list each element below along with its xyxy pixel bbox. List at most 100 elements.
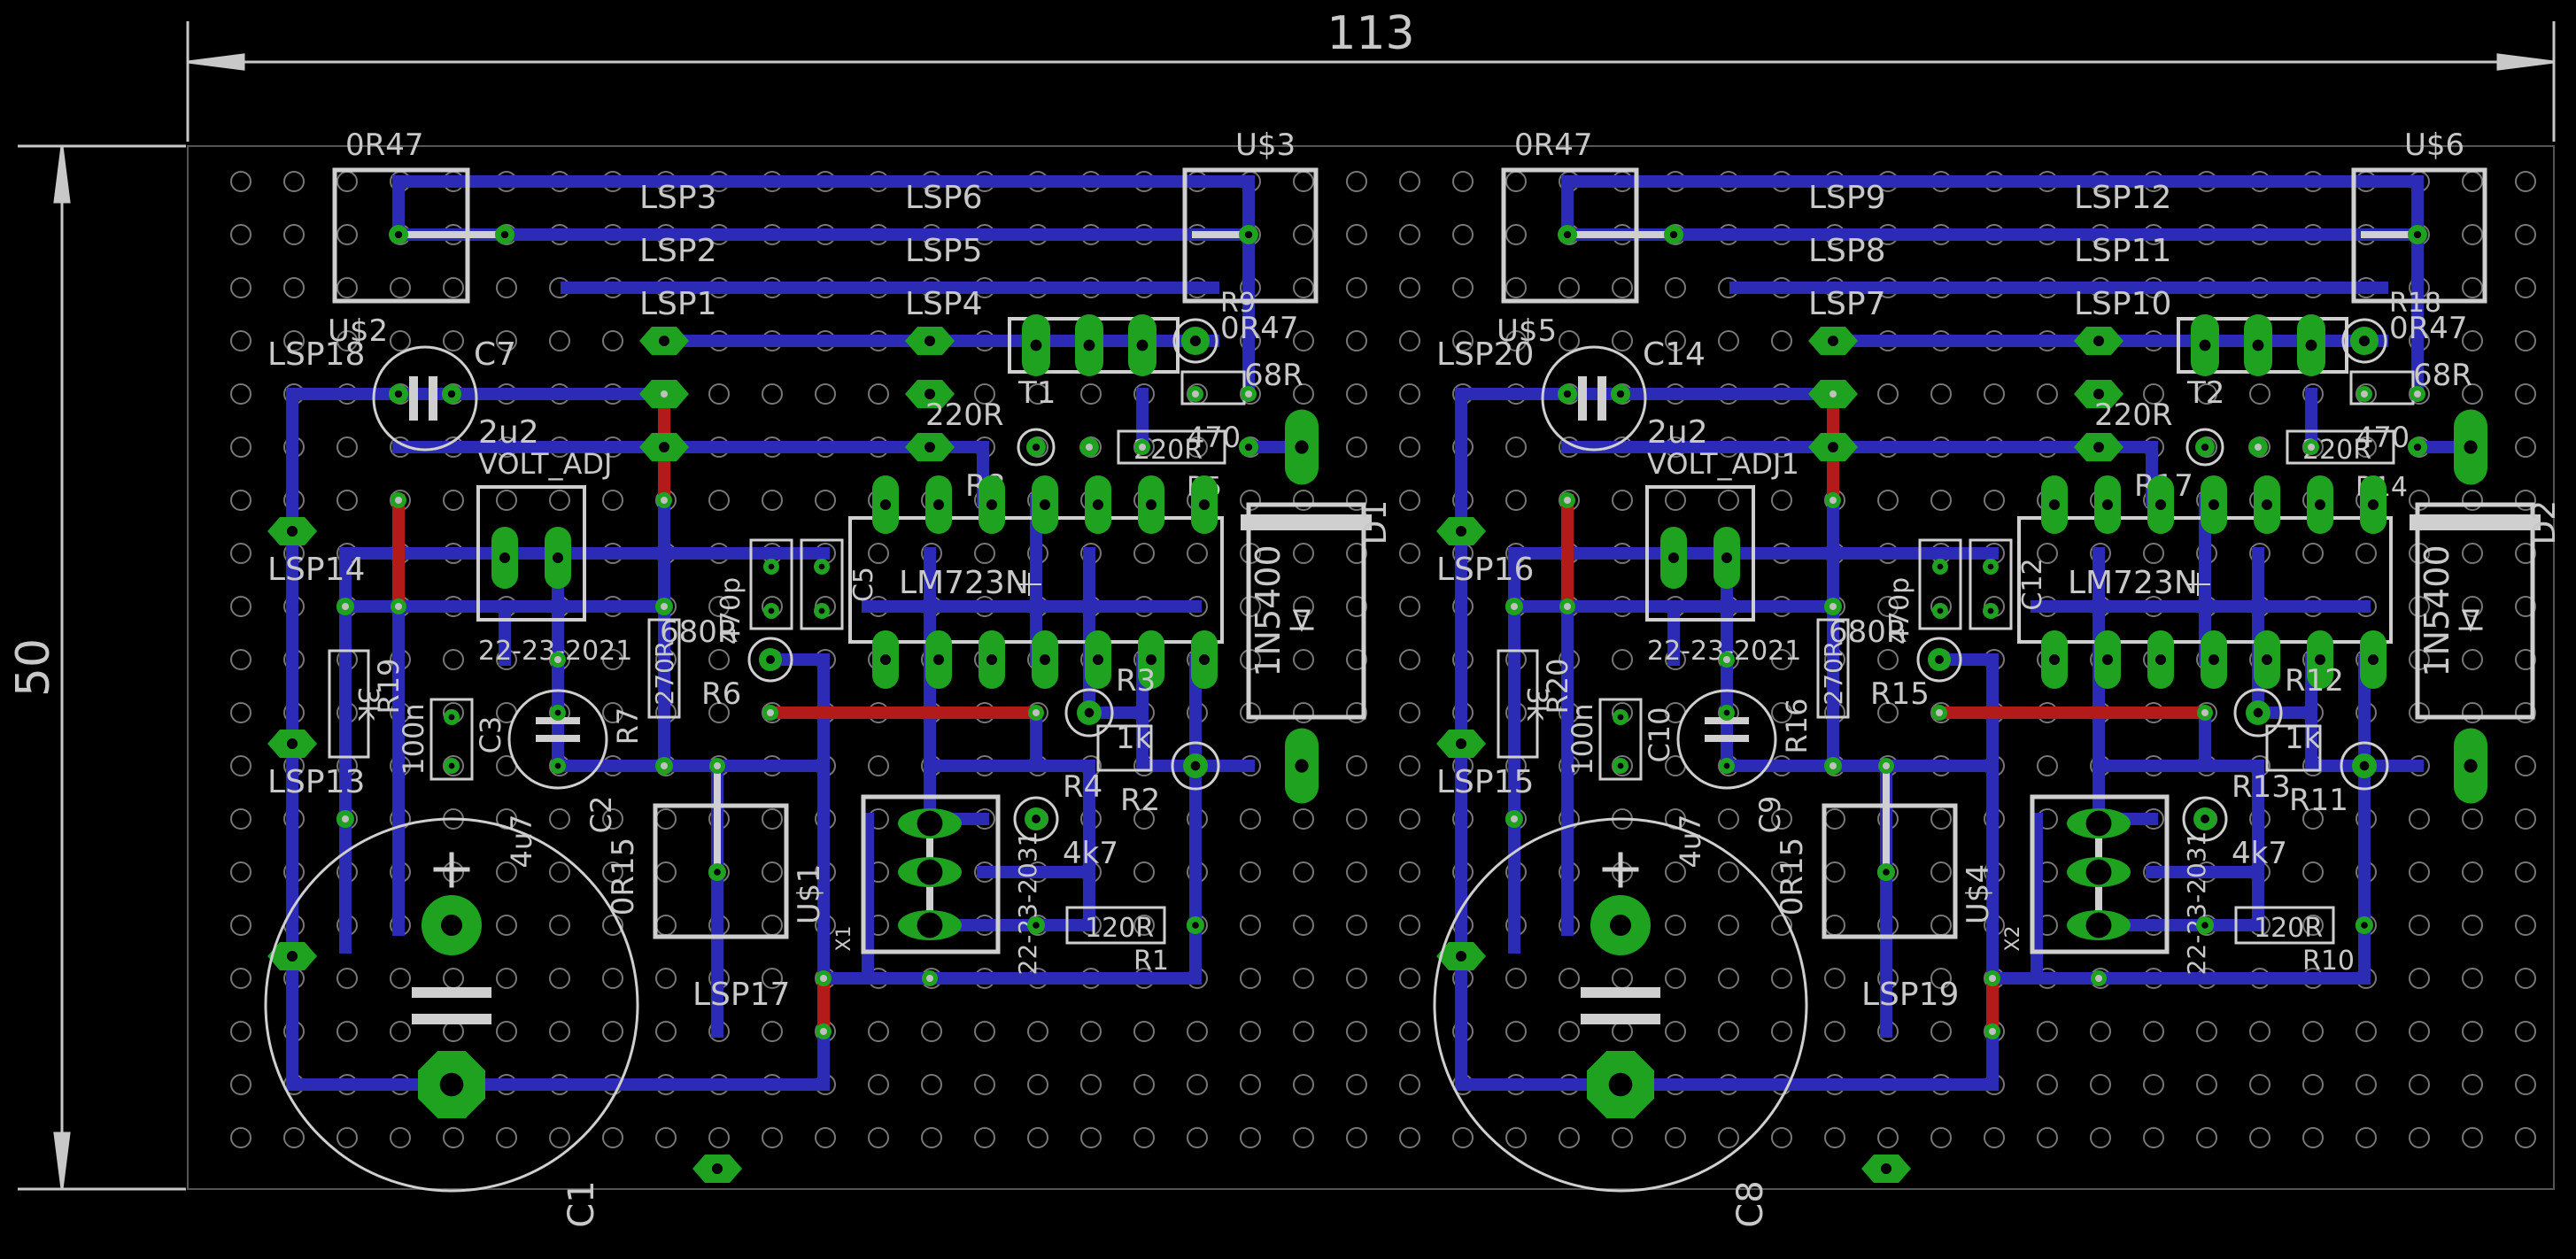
pad-hole (1617, 714, 1624, 721)
diode-symbol (2461, 609, 2480, 633)
via-hole (1723, 656, 1730, 663)
component-label: 220R (925, 398, 1004, 433)
pad-hole (1084, 707, 1095, 718)
via-hole (1511, 603, 1518, 610)
speaker-pad-label: LSP4 (905, 286, 983, 322)
pad-hole (2102, 654, 2113, 665)
via-hole (2414, 390, 2421, 398)
via-hole (1245, 390, 1252, 398)
pad-hole (553, 552, 563, 563)
test-point (2340, 741, 2389, 791)
pad-hole (1244, 443, 1253, 452)
test-point (1171, 741, 1220, 791)
pad-hole (2085, 810, 2112, 837)
pad-hole (1610, 915, 1631, 936)
pad-hole (2201, 443, 2209, 452)
pad-hole (2049, 499, 2060, 510)
electrolytic-cap-outline (1433, 817, 1808, 1193)
via-hole (820, 1028, 827, 1035)
pad-hole (2201, 922, 2209, 929)
component-label: 68R (1244, 358, 1303, 393)
pad-hole (1295, 440, 1309, 454)
pad-hole (1032, 815, 1040, 823)
component-label: R16 (1780, 699, 1814, 754)
component-label: D2 (2526, 500, 2563, 545)
pad-hole (448, 714, 455, 721)
pad-hole (2199, 339, 2211, 351)
test-point (747, 637, 793, 683)
pad-hole (1093, 499, 1103, 510)
dimension-height (18, 144, 186, 1191)
via-hole (767, 709, 774, 716)
via-hole (1139, 444, 1146, 451)
electrolytic-cap-outline (507, 689, 608, 790)
pad-hole (2464, 440, 2478, 454)
component-label: U$5 (1497, 313, 1557, 349)
via-hole (1511, 815, 1518, 823)
speaker-pad-label: LSP6 (905, 180, 983, 216)
cap-plate (1705, 735, 1749, 742)
component-label: 270R (1819, 641, 1848, 706)
resistor-outline (2265, 724, 2322, 772)
pad-hole (1616, 390, 1625, 398)
component-label: 270R (650, 641, 679, 706)
test-point (2233, 688, 2283, 738)
pad-hole (1040, 654, 1050, 665)
pad-hole (1721, 552, 1732, 563)
via-hole (926, 975, 933, 982)
component-label: 3k (1520, 687, 1554, 722)
component-label: 22-23-2031 (1013, 831, 1042, 976)
via-hole (1564, 603, 1571, 610)
component-label: C8 (1730, 1180, 1771, 1227)
component-label: 4k7 (2232, 836, 2287, 871)
component-label: 1k (2285, 721, 2322, 756)
speaker-pad-label: LSP1 (639, 286, 717, 322)
component-label: R19 (372, 659, 406, 714)
trimmer-outline (476, 485, 586, 622)
pad-hole (1456, 738, 1466, 749)
speaker-pad-label: LSP2 (639, 233, 717, 269)
via-hole (395, 603, 402, 610)
pad-hole (1617, 762, 1624, 769)
pad-hole (766, 655, 775, 664)
pad-hole (1032, 443, 1040, 452)
electrolytic-cap-outline (1676, 689, 1777, 790)
pad-hole (2085, 859, 2112, 885)
via-hole (342, 603, 349, 610)
pad-hole (1456, 526, 1466, 537)
pad-hole (1828, 442, 1838, 452)
component-label: 120R (2254, 913, 2323, 944)
resistor-outline (647, 618, 681, 719)
cap-plate (412, 987, 491, 998)
pad-hole (1937, 563, 1944, 570)
pad-hole (986, 499, 997, 510)
speaker-pad-label: LSP15 (1436, 764, 1534, 800)
component-label: 470 (1187, 421, 1241, 454)
speaker-pad-label: LSP7 (1808, 286, 1886, 322)
cap-plate (1597, 376, 1606, 421)
pad-hole (768, 563, 775, 570)
component-label: R11 (2289, 783, 2348, 818)
pad-hole (714, 869, 721, 876)
pad-hole (2368, 499, 2379, 510)
pad-hole (659, 336, 669, 346)
resistor-outline (1497, 649, 1539, 759)
pad-hole (554, 762, 561, 769)
pad-hole (2315, 499, 2325, 510)
component-label: 120R (1085, 913, 1154, 944)
cap-outline (1598, 698, 1643, 781)
speaker-pad-label: LSP13 (267, 764, 365, 800)
component-label: R12 (2285, 663, 2344, 699)
pad-hole (1093, 654, 1103, 665)
via-hole (342, 815, 349, 823)
component-label: 220R (2094, 398, 2173, 433)
component-label: R4 (1063, 769, 1102, 805)
electrolytic-cap-outline (1541, 345, 1647, 452)
component-label: 4u7 (1674, 815, 1707, 869)
pad-hole (1146, 654, 1156, 665)
cap-plate (536, 735, 580, 742)
component-label: X1 (833, 925, 855, 951)
pad-hole (1668, 552, 1679, 563)
pad-hole (2315, 654, 2325, 665)
